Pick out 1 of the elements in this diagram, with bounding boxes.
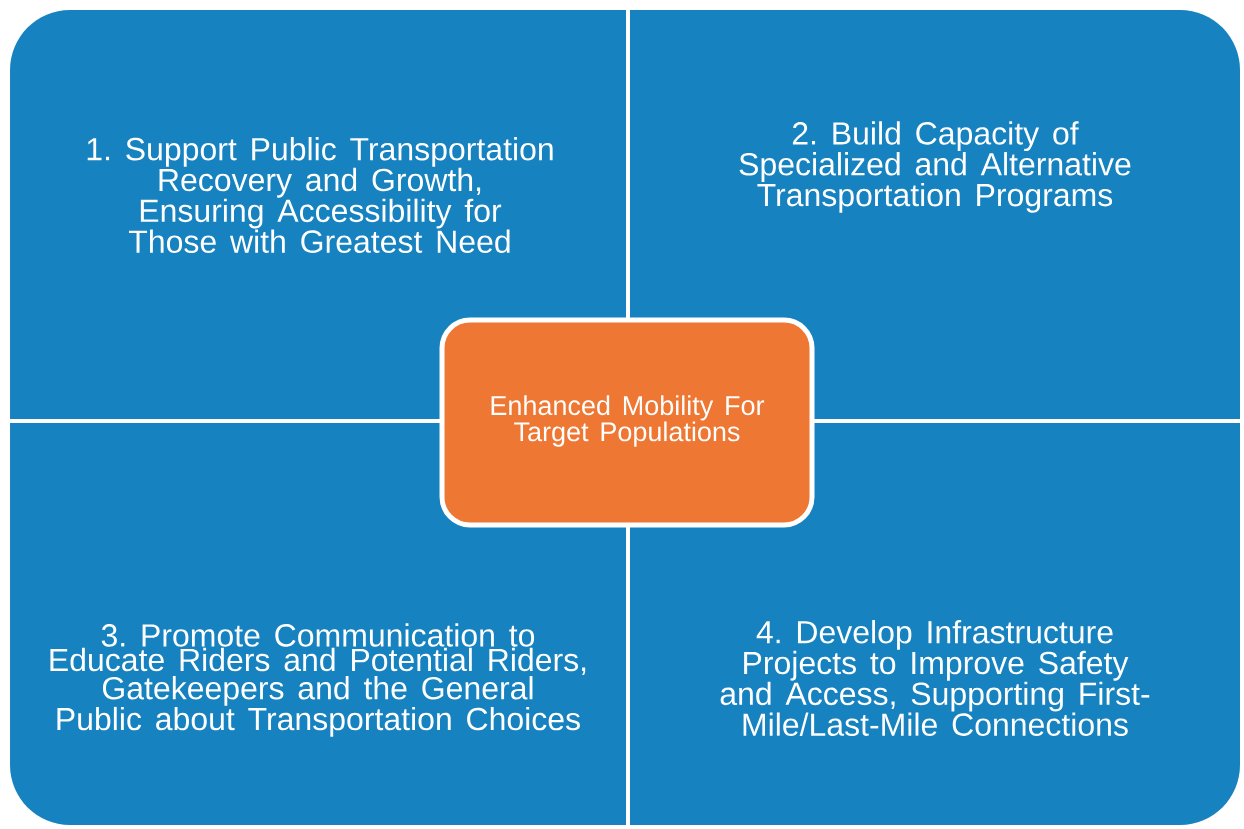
center-box: Enhanced Mobility For Target Populations <box>439 317 815 528</box>
